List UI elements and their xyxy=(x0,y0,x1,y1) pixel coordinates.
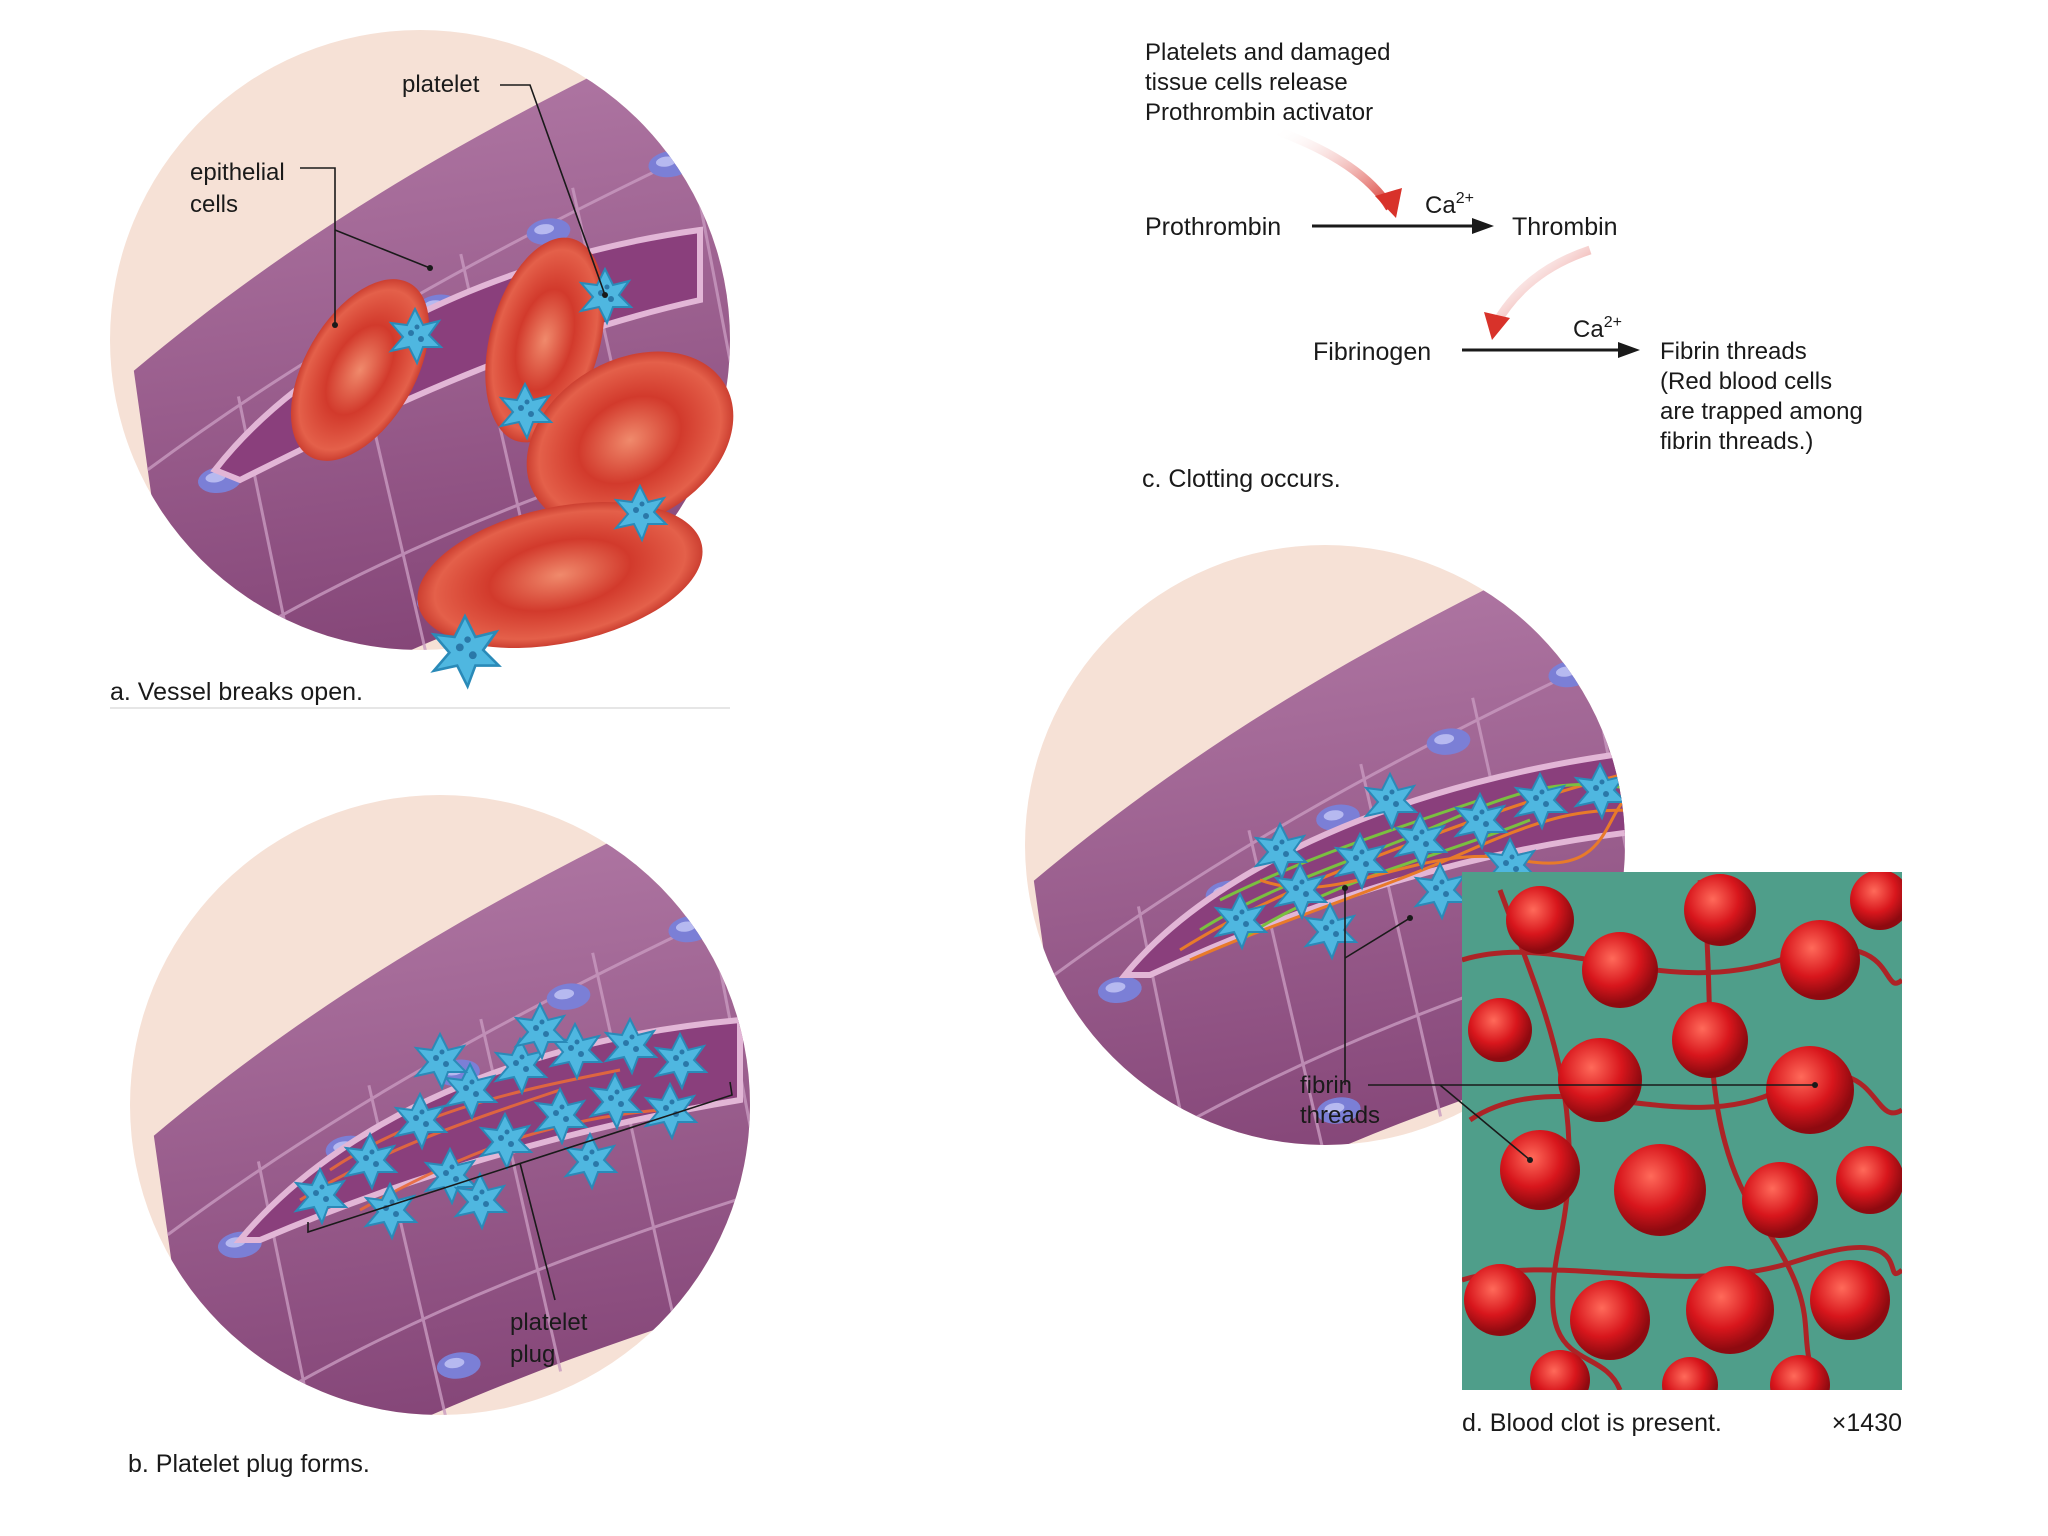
release-line-1: Platelets and damaged xyxy=(1145,39,1391,66)
panel-a-leaders xyxy=(300,84,606,325)
clot-micrograph xyxy=(1462,872,1902,1390)
label-platelet-plug-2: plug xyxy=(510,1341,555,1368)
label-fibrin: fibrin xyxy=(1300,1072,1352,1099)
label-platelet-plug-1: platelet xyxy=(510,1309,588,1336)
caption-c: c. Clotting occurs. xyxy=(1142,465,1341,493)
panel-c-flow: Platelets and damaged tissue cells relea… xyxy=(1142,39,1863,493)
ca-label-1: Ca2+ xyxy=(1425,190,1474,219)
red-arrow-1 xyxy=(1273,125,1394,211)
ca-label-2: Ca2+ xyxy=(1573,314,1622,343)
release-line-2: tissue cells release xyxy=(1145,69,1348,96)
caption-a: a. Vessel breaks open. xyxy=(110,678,363,706)
label-epithelial: epithelial xyxy=(190,159,285,186)
fibrin-line-4: fibrin threads.) xyxy=(1660,428,1813,455)
label-cells: cells xyxy=(190,191,238,218)
magnification: ×1430 xyxy=(1832,1409,1902,1437)
micrograph-red-cells xyxy=(1464,872,1902,1390)
thrombin: Thrombin xyxy=(1512,213,1618,241)
fibrin-line-3: are trapped among xyxy=(1660,398,1863,425)
fibrinogen: Fibrinogen xyxy=(1313,338,1431,366)
panel-b-illustration xyxy=(130,795,750,1415)
panel-d-leaders xyxy=(1344,888,1815,1161)
panel-b-bracket xyxy=(307,1081,733,1301)
caption-b: b. Platelet plug forms. xyxy=(128,1450,370,1478)
label-threads: threads xyxy=(1300,1102,1380,1129)
panel-a-leader-dots xyxy=(332,265,608,328)
panel-d-leader-dots xyxy=(1342,885,1818,1163)
prothrombin: Prothrombin xyxy=(1145,213,1281,241)
release-line-3: Prothrombin activator xyxy=(1145,99,1373,126)
caption-d: d. Blood clot is present. xyxy=(1462,1409,1722,1437)
red-arrow-2 xyxy=(1491,245,1592,328)
panel-a-illustration xyxy=(110,30,734,688)
fibrin-line-2: (Red blood cells xyxy=(1660,368,1832,395)
label-platelet: platelet xyxy=(402,71,480,98)
fibrin-line-1: Fibrin threads xyxy=(1660,338,1807,365)
